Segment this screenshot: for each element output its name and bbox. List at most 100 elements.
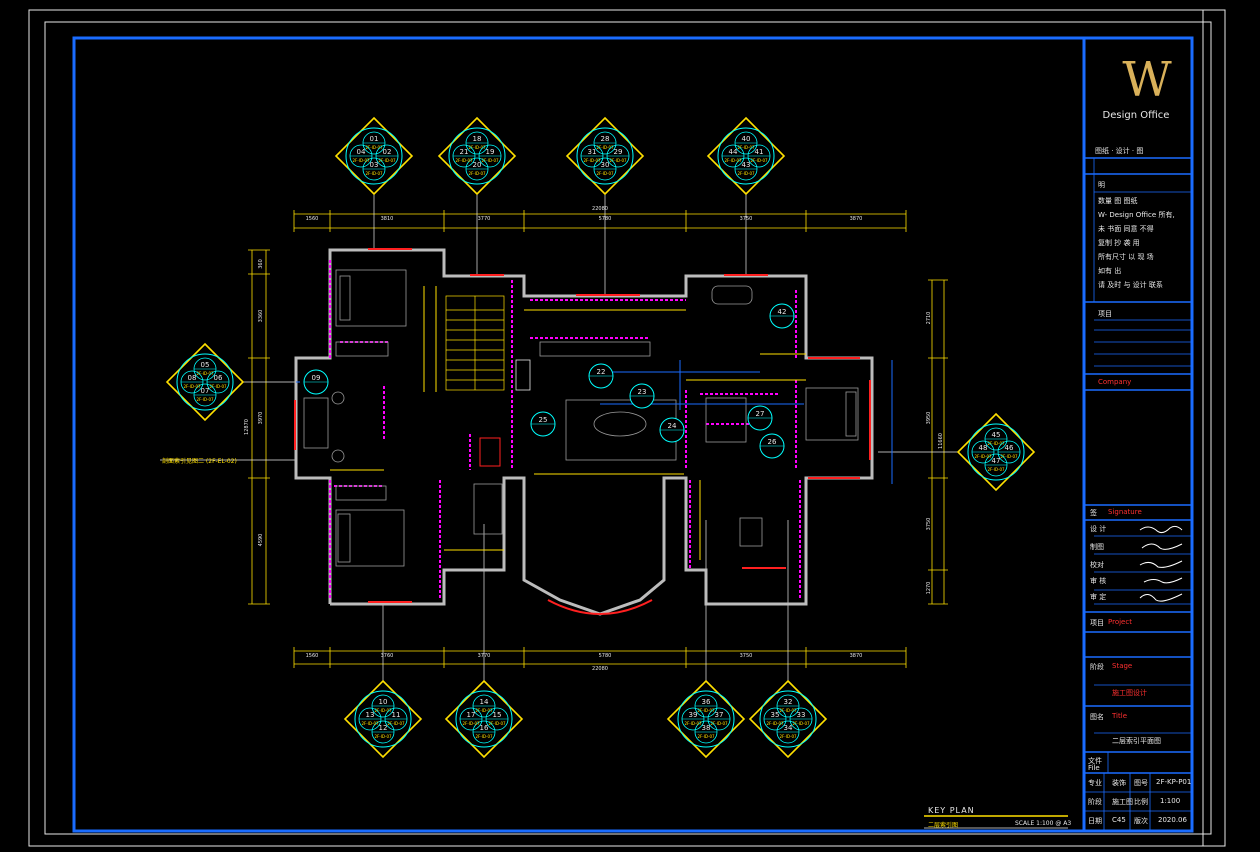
dim-top: 1560: [306, 216, 319, 222]
logo-subtitle: Design Office: [1102, 110, 1170, 121]
index-number: 45: [992, 431, 1001, 439]
signature-title: 签: [1090, 509, 1097, 517]
index-sheet-code: 2F-ID-07: [779, 734, 797, 739]
round-marker: 42: [769, 303, 795, 329]
index-number: 30: [601, 161, 610, 169]
dim-left: 4590: [258, 534, 264, 547]
grid-cell: C45: [1112, 816, 1126, 824]
interior-lines: [330, 286, 806, 560]
file-en: File: [1088, 764, 1100, 772]
dim-top: 3870: [850, 216, 863, 222]
drawing-label: 图名: [1090, 713, 1104, 721]
drawing-en: Title: [1112, 712, 1128, 720]
note-line: 所有尺寸 以 现 场: [1098, 253, 1154, 261]
dim-right: 3750: [926, 518, 932, 531]
index-sheet-code: 2F-ID-07: [750, 158, 768, 163]
project-en: Project: [1108, 618, 1132, 626]
svg-text:24: 24: [668, 422, 677, 430]
note-line: 请 及时 与 设计 联系: [1098, 281, 1163, 289]
index-sheet-code: 2F-ID-07: [987, 467, 1005, 472]
grid-cell: 2020.06: [1158, 816, 1187, 824]
index-number: 21: [460, 148, 469, 156]
index-sheet-code: 2F-ID-07: [196, 397, 214, 402]
index-number: 35: [771, 711, 780, 719]
dim-bottom: 3870: [850, 653, 863, 659]
round-marker: 27: [747, 405, 773, 431]
index-sheet-code: 2F-ID-07: [468, 145, 486, 150]
dim-left-total: 12870: [244, 419, 250, 435]
note-line: 复制 抄 袭 用: [1098, 239, 1140, 247]
index-number: 29: [614, 148, 623, 156]
index-number: 37: [715, 711, 724, 719]
index-sheet-code: 2F-ID-07: [183, 384, 201, 389]
grid-cell: 2F-KP-P01: [1156, 778, 1192, 786]
dim-bottom: 3760: [381, 653, 394, 659]
drawing-name: 二层索引平面图: [1112, 737, 1161, 745]
dim-top: 3810: [381, 216, 394, 222]
index-sheet-code: 2F-ID-07: [724, 158, 742, 163]
index-sheet-code: 2F-ID-07: [468, 171, 486, 176]
index-sheet-code: 2F-ID-07: [196, 371, 214, 376]
index-number: 31: [588, 148, 597, 156]
index-sheet-code: 2F-ID-07: [697, 708, 715, 713]
index-number: 17: [467, 711, 476, 719]
index-sheet-code: 2F-ID-07: [737, 171, 755, 176]
dim-right: 3950: [926, 412, 932, 425]
grid-cell: 专业: [1088, 779, 1102, 787]
index-sheet-code: 2F-ID-07: [974, 454, 992, 459]
index-number: 14: [480, 698, 489, 706]
signatures: [1139, 525, 1183, 602]
index-sheet-code: 2F-ID-07: [987, 441, 1005, 446]
index-sheet-code: 2F-ID-07: [596, 145, 614, 150]
index-sheet-code: 2F-ID-07: [1000, 454, 1018, 459]
svg-text:09: 09: [312, 374, 321, 382]
index-sheet-code: 2F-ID-07: [387, 721, 405, 726]
note-line: 未 书面 同意 不得: [1098, 225, 1154, 233]
sheet-outer-border: [28, 9, 1226, 847]
index-number: 13: [366, 711, 375, 719]
index-number: 38: [702, 724, 711, 732]
svg-text:23: 23: [638, 388, 647, 396]
index-sheet-code: 2F-ID-07: [475, 734, 493, 739]
index-sheet-code: 2F-ID-07: [596, 171, 614, 176]
index-number: 11: [392, 711, 401, 719]
client-name: Company: [1098, 378, 1132, 386]
dim-left: 3970: [258, 412, 264, 425]
index-sheet-code: 2F-ID-07: [374, 708, 392, 713]
sig-row-label: 校对: [1090, 561, 1104, 569]
index-number: 43: [742, 161, 751, 169]
index-number: 20: [473, 161, 482, 169]
index-number: 16: [480, 724, 489, 732]
svg-text:42: 42: [778, 308, 787, 316]
stage-en: Stage: [1112, 662, 1133, 670]
client-label: 项目: [1098, 310, 1112, 318]
note-line: 数量 图 图纸: [1098, 197, 1138, 205]
index-symbol-layer: 012F-ID-07022F-ID-07032F-ID-07042F-ID-07…: [165, 116, 1036, 759]
round-marker: 09: [303, 369, 329, 395]
index-number: 05: [201, 361, 210, 369]
index-number: 03: [370, 161, 379, 169]
index-sheet-code: 2F-ID-07: [361, 721, 379, 726]
index-sheet-code: 2F-ID-07: [365, 145, 383, 150]
index-number: 04: [357, 148, 366, 156]
sig-row-label: 审 核: [1090, 577, 1107, 585]
index-number: 28: [601, 135, 610, 143]
notes-title: 明: [1098, 181, 1105, 189]
staircase: [445, 295, 505, 391]
index-sheet-code: 2F-ID-07: [779, 708, 797, 713]
index-sheet-code: 2F-ID-07: [710, 721, 728, 726]
index-number: 15: [493, 711, 502, 719]
title-block-lines: [1084, 157, 1192, 774]
round-marker-group: 09 22 23 24 25 27 26 42: [303, 303, 795, 459]
index-sheet-code: 2F-ID-07: [455, 158, 473, 163]
index-number: 36: [702, 698, 711, 706]
index-sheet-code: 2F-ID-07: [378, 158, 396, 163]
index-number: 07: [201, 387, 210, 395]
